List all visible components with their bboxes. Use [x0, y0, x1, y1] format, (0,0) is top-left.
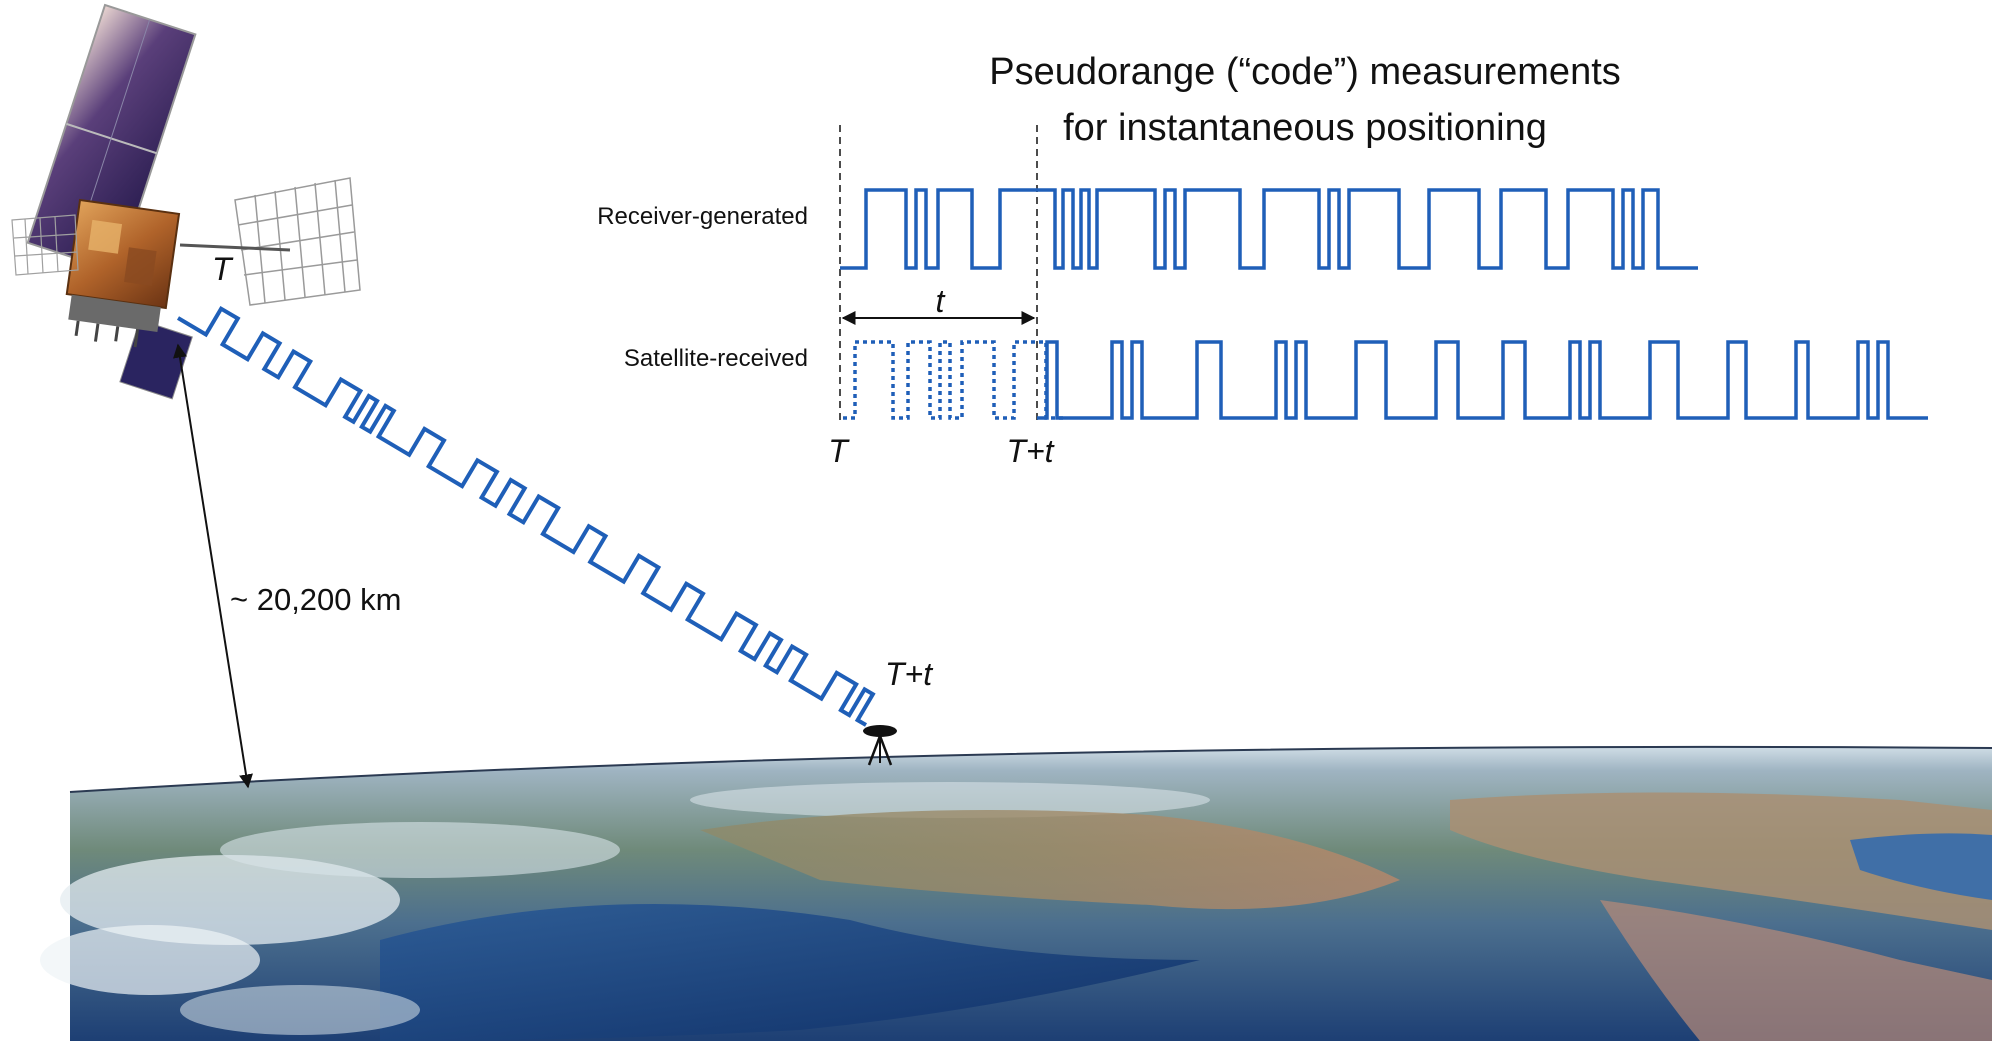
receiver-generated-code-wave	[840, 188, 1698, 270]
start-time-label: T	[828, 433, 850, 469]
time-offset-label: t	[936, 283, 946, 319]
end-time-label: T+t	[1006, 433, 1054, 469]
satellite-received-label: Satellite-received	[624, 345, 808, 372]
earth-horizon-image	[40, 745, 1992, 1041]
receiver-time-label: T+t	[885, 656, 933, 692]
distance-label: ~ 20,200 km	[230, 582, 401, 617]
satellite-received-code-delay	[843, 340, 1064, 420]
satellite-icon	[11, 3, 361, 400]
satellite-received-code-wave	[1037, 340, 1928, 420]
transmitted-signal-wave	[176, 305, 876, 727]
diagram-title-line-1: Pseudorange (“code”) measurements	[989, 51, 1621, 93]
receiver-generated-label: Receiver-generated	[597, 203, 808, 230]
distance-arrow	[173, 343, 253, 789]
satellite-time-label: T	[212, 251, 234, 287]
tripod-receiver-icon	[863, 725, 897, 766]
diagram-title-line-2: for instantaneous positioning	[1063, 107, 1547, 149]
